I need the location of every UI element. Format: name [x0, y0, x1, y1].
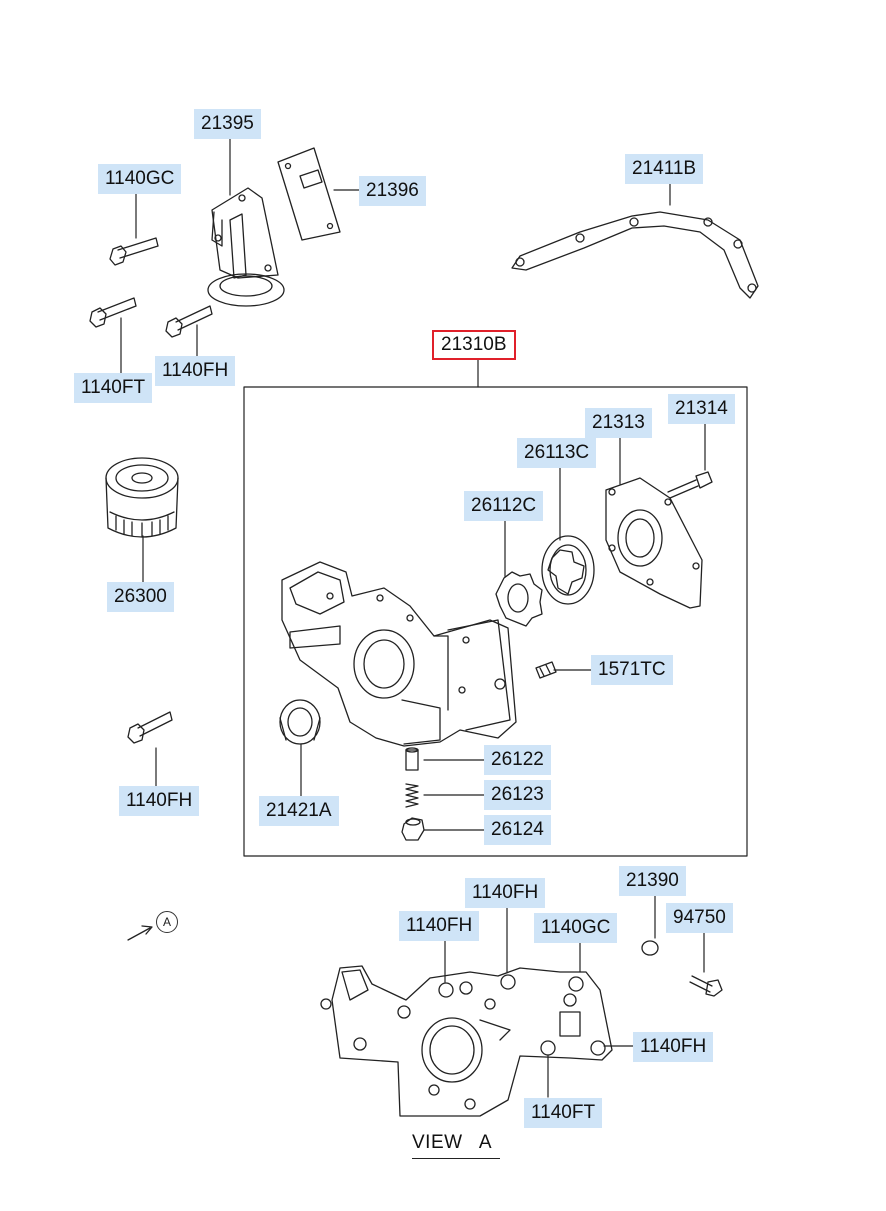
- pump-cover-drawing: [605, 477, 703, 609]
- bolt-94750-drawing: [689, 975, 723, 997]
- plug-26124-drawing: [401, 817, 425, 841]
- plunger-26122-drawing: [405, 747, 419, 771]
- part-label-26113c[interactable]: 26113C: [517, 438, 597, 468]
- strainer-gasket-drawing: [277, 147, 341, 241]
- part-label-21421a[interactable]: 21421A: [259, 796, 339, 826]
- o-ring-21390-drawing: [641, 940, 659, 956]
- oil-seal-drawing: [279, 699, 321, 745]
- oil-filter-drawing: [105, 457, 179, 538]
- part-label-1140fh-mid[interactable]: 1140FH: [119, 786, 200, 816]
- spring-26123-drawing: [405, 783, 419, 808]
- bolt-1140fh-mid: [127, 711, 173, 744]
- part-label-1140fh-b1[interactable]: 1140FH: [465, 878, 546, 908]
- part-label-94750[interactable]: 94750: [666, 903, 733, 933]
- bolt-1140fh-top: [165, 305, 213, 338]
- part-label-26112c[interactable]: 26112C: [464, 491, 544, 521]
- part-label-26122[interactable]: 26122: [484, 745, 551, 775]
- leader-lines: [120, 137, 706, 1098]
- part-label-21314[interactable]: 21314: [668, 394, 735, 424]
- part-label-21313[interactable]: 21313: [585, 408, 652, 438]
- front-case-gasket-drawing: [511, 211, 759, 299]
- view-a-title: VIEW A: [412, 1132, 500, 1159]
- part-label-1140fh-top[interactable]: 1140FH: [155, 356, 236, 386]
- part-label-26124[interactable]: 26124: [484, 815, 551, 845]
- inner-rotor-drawing: [495, 571, 543, 627]
- bolt-1140ft-top: [89, 297, 137, 328]
- bolt-1140gc-top: [109, 237, 159, 266]
- part-label-1140ft-top[interactable]: 1140FT: [74, 373, 153, 403]
- plug-1571tc-drawing: [535, 661, 557, 679]
- view-a-marker: A: [156, 911, 178, 933]
- part-label-1571tc[interactable]: 1571TC: [591, 655, 673, 685]
- part-label-1140gc-bottom[interactable]: 1140GC: [534, 913, 618, 943]
- front-case-drawing: [281, 561, 517, 747]
- part-label-26300[interactable]: 26300: [107, 582, 174, 612]
- part-label-1140gc-top[interactable]: 1140GC: [98, 164, 182, 194]
- part-label-21396[interactable]: 21396: [359, 176, 426, 206]
- part-label-21411b[interactable]: 21411B: [625, 154, 704, 184]
- part-label-1140fh-b2[interactable]: 1140FH: [399, 911, 480, 941]
- view-a-front-case-drawing: [320, 965, 613, 1117]
- part-label-1140fh-b3[interactable]: 1140FH: [633, 1032, 714, 1062]
- part-label-1140ft-bottom[interactable]: 1140FT: [524, 1098, 603, 1128]
- part-label-21390[interactable]: 21390: [619, 866, 686, 896]
- oil-strainer-drawing: [207, 187, 285, 307]
- screw-21314-drawing: [667, 471, 713, 499]
- part-label-26123[interactable]: 26123: [484, 780, 551, 810]
- view-a-arrow: [127, 925, 153, 941]
- part-label-21310b[interactable]: 21310B: [432, 330, 516, 360]
- assembly-frame: [243, 386, 748, 857]
- part-label-21395[interactable]: 21395: [194, 109, 261, 139]
- outer-rotor-drawing: [541, 535, 595, 605]
